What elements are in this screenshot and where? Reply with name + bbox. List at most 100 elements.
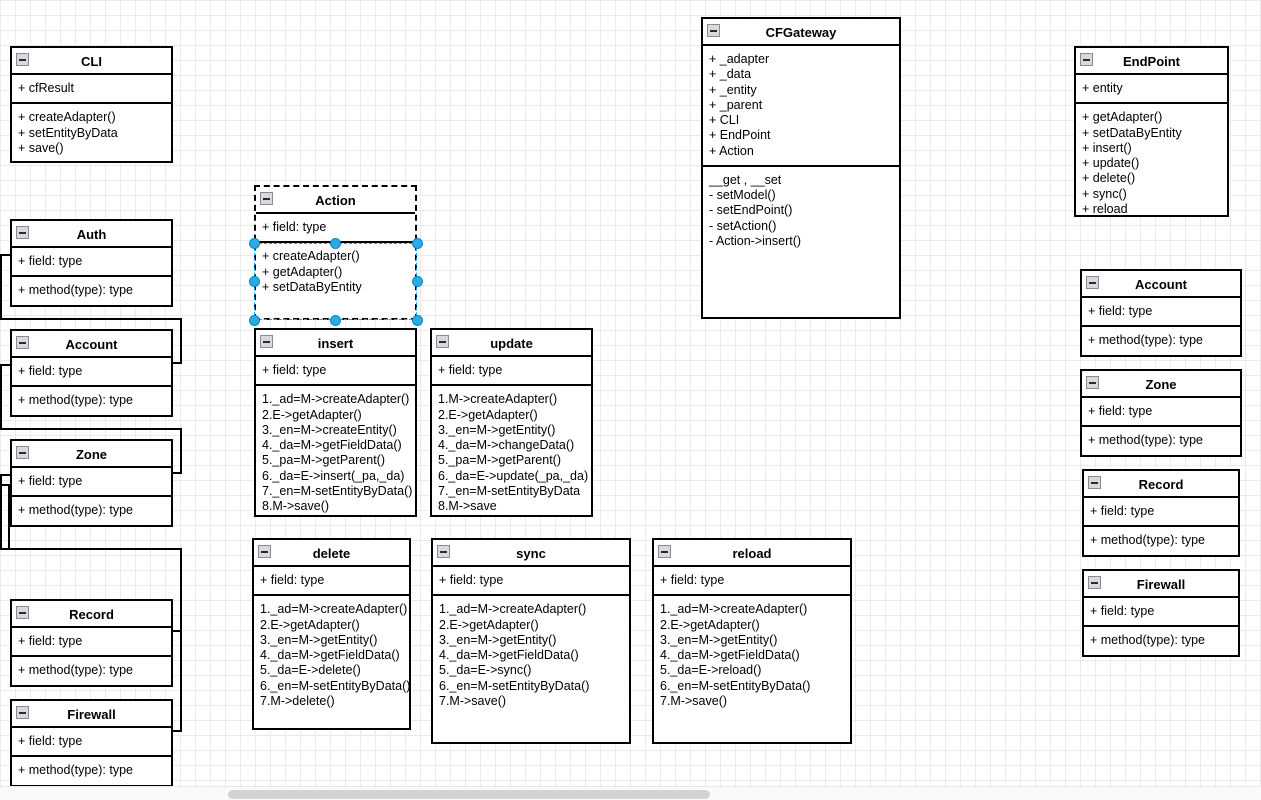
uml-class-header-firewall-left[interactable]: Firewall bbox=[12, 701, 171, 728]
uml-class-action[interactable]: Action+ field: type+ createAdapter()+ ge… bbox=[254, 185, 417, 320]
uml-class-cfgateway[interactable]: CFGateway+ _adapter+ _data+ _entity+ _pa… bbox=[701, 17, 901, 319]
uml-class-zone-left[interactable]: Zone+ field: type+ method(type): type bbox=[10, 439, 173, 527]
resize-handle-n[interactable] bbox=[330, 237, 341, 249]
uml-class-endpoint[interactable]: EndPoint+ entity+ getAdapter()+ setDataB… bbox=[1074, 46, 1229, 217]
uml-methods-compartment-account-right[interactable]: + method(type): type bbox=[1082, 327, 1240, 354]
uml-class-auth[interactable]: Auth+ field: type+ method(type): type bbox=[10, 219, 173, 307]
collapse-minus-icon[interactable] bbox=[1086, 376, 1099, 389]
resize-handle-ne[interactable] bbox=[411, 237, 423, 249]
uml-methods-compartment-delete[interactable]: 1._ad=M->createAdapter()2.E->getAdapter(… bbox=[254, 596, 409, 715]
uml-class-header-endpoint[interactable]: EndPoint bbox=[1076, 48, 1227, 75]
resize-handle-w[interactable] bbox=[248, 276, 260, 287]
uml-class-firewall-left[interactable]: Firewall+ field: type+ method(type): typ… bbox=[10, 699, 173, 787]
uml-attributes-compartment-firewall-right[interactable]: + field: type bbox=[1084, 598, 1238, 628]
uml-methods-compartment-record-right[interactable]: + method(type): type bbox=[1084, 527, 1238, 554]
collapse-minus-icon[interactable] bbox=[260, 335, 273, 348]
uml-attributes-compartment-account-right[interactable]: + field: type bbox=[1082, 298, 1240, 328]
uml-class-firewall-right[interactable]: Firewall+ field: type+ method(type): typ… bbox=[1082, 569, 1240, 657]
uml-methods-compartment-auth[interactable]: + method(type): type bbox=[12, 277, 171, 304]
uml-class-header-reload[interactable]: reload bbox=[654, 540, 850, 567]
uml-methods-compartment-action[interactable]: + createAdapter()+ getAdapter()+ setData… bbox=[256, 243, 415, 301]
uml-attributes-compartment-cfgateway[interactable]: + _adapter+ _data+ _entity+ _parent+ CLI… bbox=[703, 46, 899, 167]
uml-methods-compartment-sync[interactable]: 1._ad=M->createAdapter()2.E->getAdapter(… bbox=[433, 596, 629, 715]
uml-methods-compartment-record-left[interactable]: + method(type): type bbox=[12, 657, 171, 684]
uml-class-header-record-left[interactable]: Record bbox=[12, 601, 171, 628]
collapse-minus-icon[interactable] bbox=[258, 545, 271, 558]
collapse-minus-icon[interactable] bbox=[16, 606, 29, 619]
uml-attributes-compartment-record-left[interactable]: + field: type bbox=[12, 628, 171, 658]
uml-methods-compartment-firewall-left[interactable]: + method(type): type bbox=[12, 757, 171, 784]
uml-class-record-left[interactable]: Record+ field: type+ method(type): type bbox=[10, 599, 173, 687]
collapse-minus-icon[interactable] bbox=[16, 706, 29, 719]
collapse-minus-icon[interactable] bbox=[16, 53, 29, 66]
uml-class-account-right[interactable]: Account+ field: type+ method(type): type bbox=[1080, 269, 1242, 357]
uml-methods-compartment-zone-left[interactable]: + method(type): type bbox=[12, 497, 171, 524]
uml-methods-compartment-cli[interactable]: + createAdapter()+ setEntityByData+ save… bbox=[12, 104, 171, 162]
uml-class-header-zone-left[interactable]: Zone bbox=[12, 441, 171, 468]
uml-class-header-zone-right[interactable]: Zone bbox=[1082, 371, 1240, 398]
collapse-minus-icon[interactable] bbox=[658, 545, 671, 558]
uml-attributes-compartment-zone-right[interactable]: + field: type bbox=[1082, 398, 1240, 428]
uml-attributes-compartment-cli[interactable]: + cfResult bbox=[12, 75, 171, 105]
uml-methods-compartment-insert[interactable]: 1._ad=M->createAdapter()2.E->getAdapter(… bbox=[256, 386, 415, 520]
uml-attributes-compartment-sync[interactable]: + field: type bbox=[433, 567, 629, 597]
uml-methods-compartment-endpoint[interactable]: + getAdapter()+ setDataByEntity+ insert(… bbox=[1076, 104, 1227, 223]
uml-methods-compartment-update[interactable]: 1.M->createAdapter()2.E->getAdapter()3._… bbox=[432, 386, 591, 520]
resize-handle-e[interactable] bbox=[411, 276, 423, 287]
uml-attributes-compartment-firewall-left[interactable]: + field: type bbox=[12, 728, 171, 758]
uml-class-header-firewall-right[interactable]: Firewall bbox=[1084, 571, 1238, 598]
uml-class-header-action[interactable]: Action bbox=[256, 187, 415, 214]
horizontal-scrollbar-track[interactable] bbox=[0, 786, 1261, 800]
collapse-minus-icon[interactable] bbox=[260, 192, 273, 205]
collapse-minus-icon[interactable] bbox=[1086, 276, 1099, 289]
resize-handle-sw[interactable] bbox=[248, 314, 260, 326]
uml-attributes-compartment-zone-left[interactable]: + field: type bbox=[12, 468, 171, 498]
uml-methods-compartment-firewall-right[interactable]: + method(type): type bbox=[1084, 627, 1238, 654]
uml-attributes-compartment-reload[interactable]: + field: type bbox=[654, 567, 850, 597]
uml-attributes-compartment-auth[interactable]: + field: type bbox=[12, 248, 171, 278]
uml-class-header-account-left[interactable]: Account bbox=[12, 331, 171, 358]
collapse-minus-icon[interactable] bbox=[16, 446, 29, 459]
uml-methods-compartment-reload[interactable]: 1._ad=M->createAdapter()2.E->getAdapter(… bbox=[654, 596, 850, 715]
uml-class-header-record-right[interactable]: Record bbox=[1084, 471, 1238, 498]
uml-class-cli[interactable]: CLI+ cfResult+ createAdapter()+ setEntit… bbox=[10, 46, 173, 163]
uml-methods-compartment-cfgateway[interactable]: __get , __set- setModel()- setEndPoint()… bbox=[703, 167, 899, 255]
uml-class-header-cfgateway[interactable]: CFGateway bbox=[703, 19, 899, 46]
collapse-minus-icon[interactable] bbox=[436, 335, 449, 348]
resize-handle-se[interactable] bbox=[411, 314, 423, 326]
resize-handle-s[interactable] bbox=[330, 314, 341, 326]
uml-class-zone-right[interactable]: Zone+ field: type+ method(type): type bbox=[1080, 369, 1242, 457]
collapse-minus-icon[interactable] bbox=[1080, 53, 1093, 66]
uml-class-header-auth[interactable]: Auth bbox=[12, 221, 171, 248]
collapse-minus-icon[interactable] bbox=[1088, 476, 1101, 489]
uml-class-account-left[interactable]: Account+ field: type+ method(type): type bbox=[10, 329, 173, 417]
uml-class-header-sync[interactable]: sync bbox=[433, 540, 629, 567]
uml-class-header-cli[interactable]: CLI bbox=[12, 48, 171, 75]
uml-attributes-compartment-update[interactable]: + field: type bbox=[432, 357, 591, 387]
collapse-minus-icon[interactable] bbox=[707, 24, 720, 37]
collapse-minus-icon[interactable] bbox=[1088, 576, 1101, 589]
uml-class-header-update[interactable]: update bbox=[432, 330, 591, 357]
uml-methods-compartment-account-left[interactable]: + method(type): type bbox=[12, 387, 171, 414]
uml-attributes-compartment-endpoint[interactable]: + entity bbox=[1076, 75, 1227, 105]
collapse-minus-icon[interactable] bbox=[437, 545, 450, 558]
horizontal-scrollbar-thumb[interactable] bbox=[228, 790, 710, 799]
uml-attributes-compartment-delete[interactable]: + field: type bbox=[254, 567, 409, 597]
uml-class-record-right[interactable]: Record+ field: type+ method(type): type bbox=[1082, 469, 1240, 557]
uml-attributes-compartment-insert[interactable]: + field: type bbox=[256, 357, 415, 387]
collapse-minus-icon[interactable] bbox=[16, 226, 29, 239]
uml-attributes-compartment-account-left[interactable]: + field: type bbox=[12, 358, 171, 388]
uml-class-header-insert[interactable]: insert bbox=[256, 330, 415, 357]
uml-methods-compartment-zone-right[interactable]: + method(type): type bbox=[1082, 427, 1240, 454]
resize-handle-nw[interactable] bbox=[248, 237, 260, 249]
uml-class-header-account-right[interactable]: Account bbox=[1082, 271, 1240, 298]
collapse-minus-icon[interactable] bbox=[16, 336, 29, 349]
uml-attributes-compartment-record-right[interactable]: + field: type bbox=[1084, 498, 1238, 528]
uml-class-header-delete[interactable]: delete bbox=[254, 540, 409, 567]
